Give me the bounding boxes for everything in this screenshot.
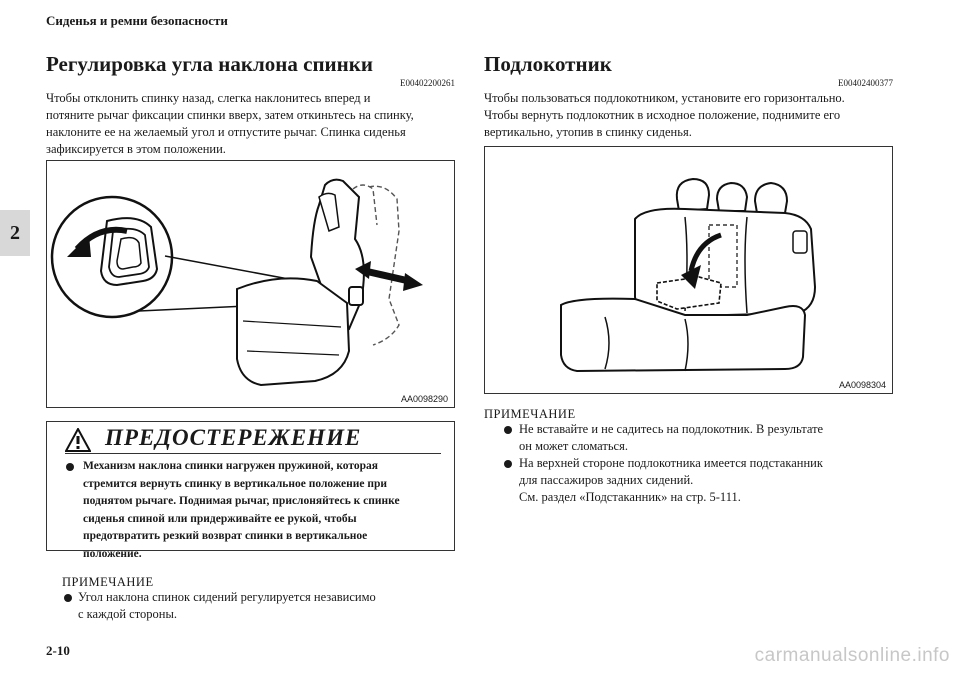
- section-code-recline: E00402200261: [400, 78, 455, 88]
- warning-text: Механизм наклона спинки нагружен пружино…: [83, 460, 400, 560]
- bullet-icon: [66, 463, 74, 471]
- section-code-armrest: E00402400377: [838, 78, 893, 88]
- note-label: ПРИМЕЧАНИЕ: [62, 575, 154, 589]
- armrest-paragraph: Чтобы пользоваться подлокотником, устано…: [484, 91, 845, 139]
- running-header: Сиденья и ремни безопасности: [46, 13, 228, 28]
- figure-id: AA0098304: [838, 380, 886, 390]
- watermark: carmanualsonline.info: [754, 645, 950, 666]
- pull-arrow-icon: [67, 235, 91, 257]
- page-number: 2-10: [46, 643, 70, 658]
- warning-title: ПРЕДОСТЕРЕЖЕНИЕ: [105, 425, 362, 450]
- recline-paragraph: Чтобы отклонить спинку назад, слегка нак…: [46, 91, 414, 156]
- warning-triangle-icon: [65, 428, 91, 452]
- warning-box: ПРЕДОСТЕРЕЖЕНИЕ Механизм наклона спинки …: [46, 421, 455, 560]
- fold-down-arrow-icon: [681, 265, 701, 289]
- note-item-1: Не вставайте и не садитесь на подлокотни…: [519, 422, 824, 453]
- figure-id: AA0098290: [400, 394, 448, 404]
- bullet-icon: [504, 426, 512, 434]
- note-item-2: На верхней стороне подлокотника имеется …: [519, 456, 823, 504]
- warning-header: ПРЕДОСТЕРЕЖЕНИЕ: [65, 424, 441, 454]
- note-label: ПРИМЕЧАНИЕ: [484, 407, 576, 421]
- note-item: Угол наклона спинок сидений регулируется…: [78, 590, 376, 621]
- seat-recline-illustration: [50, 178, 423, 387]
- recline-arrow-left-icon: [355, 261, 371, 279]
- section-title-recline: Регулировка угла наклона спинки: [46, 52, 373, 76]
- bullet-icon: [64, 594, 72, 602]
- recline-arrow-right-icon: [403, 273, 423, 291]
- armrest-illustration: [560, 177, 817, 373]
- chapter-tab: 2: [0, 210, 30, 256]
- section-title-armrest: Подлокотник: [484, 52, 612, 76]
- armrest-figure: AA0098304: [484, 146, 893, 394]
- bullet-icon: [504, 460, 512, 468]
- recline-figure: AA0098290: [46, 160, 455, 408]
